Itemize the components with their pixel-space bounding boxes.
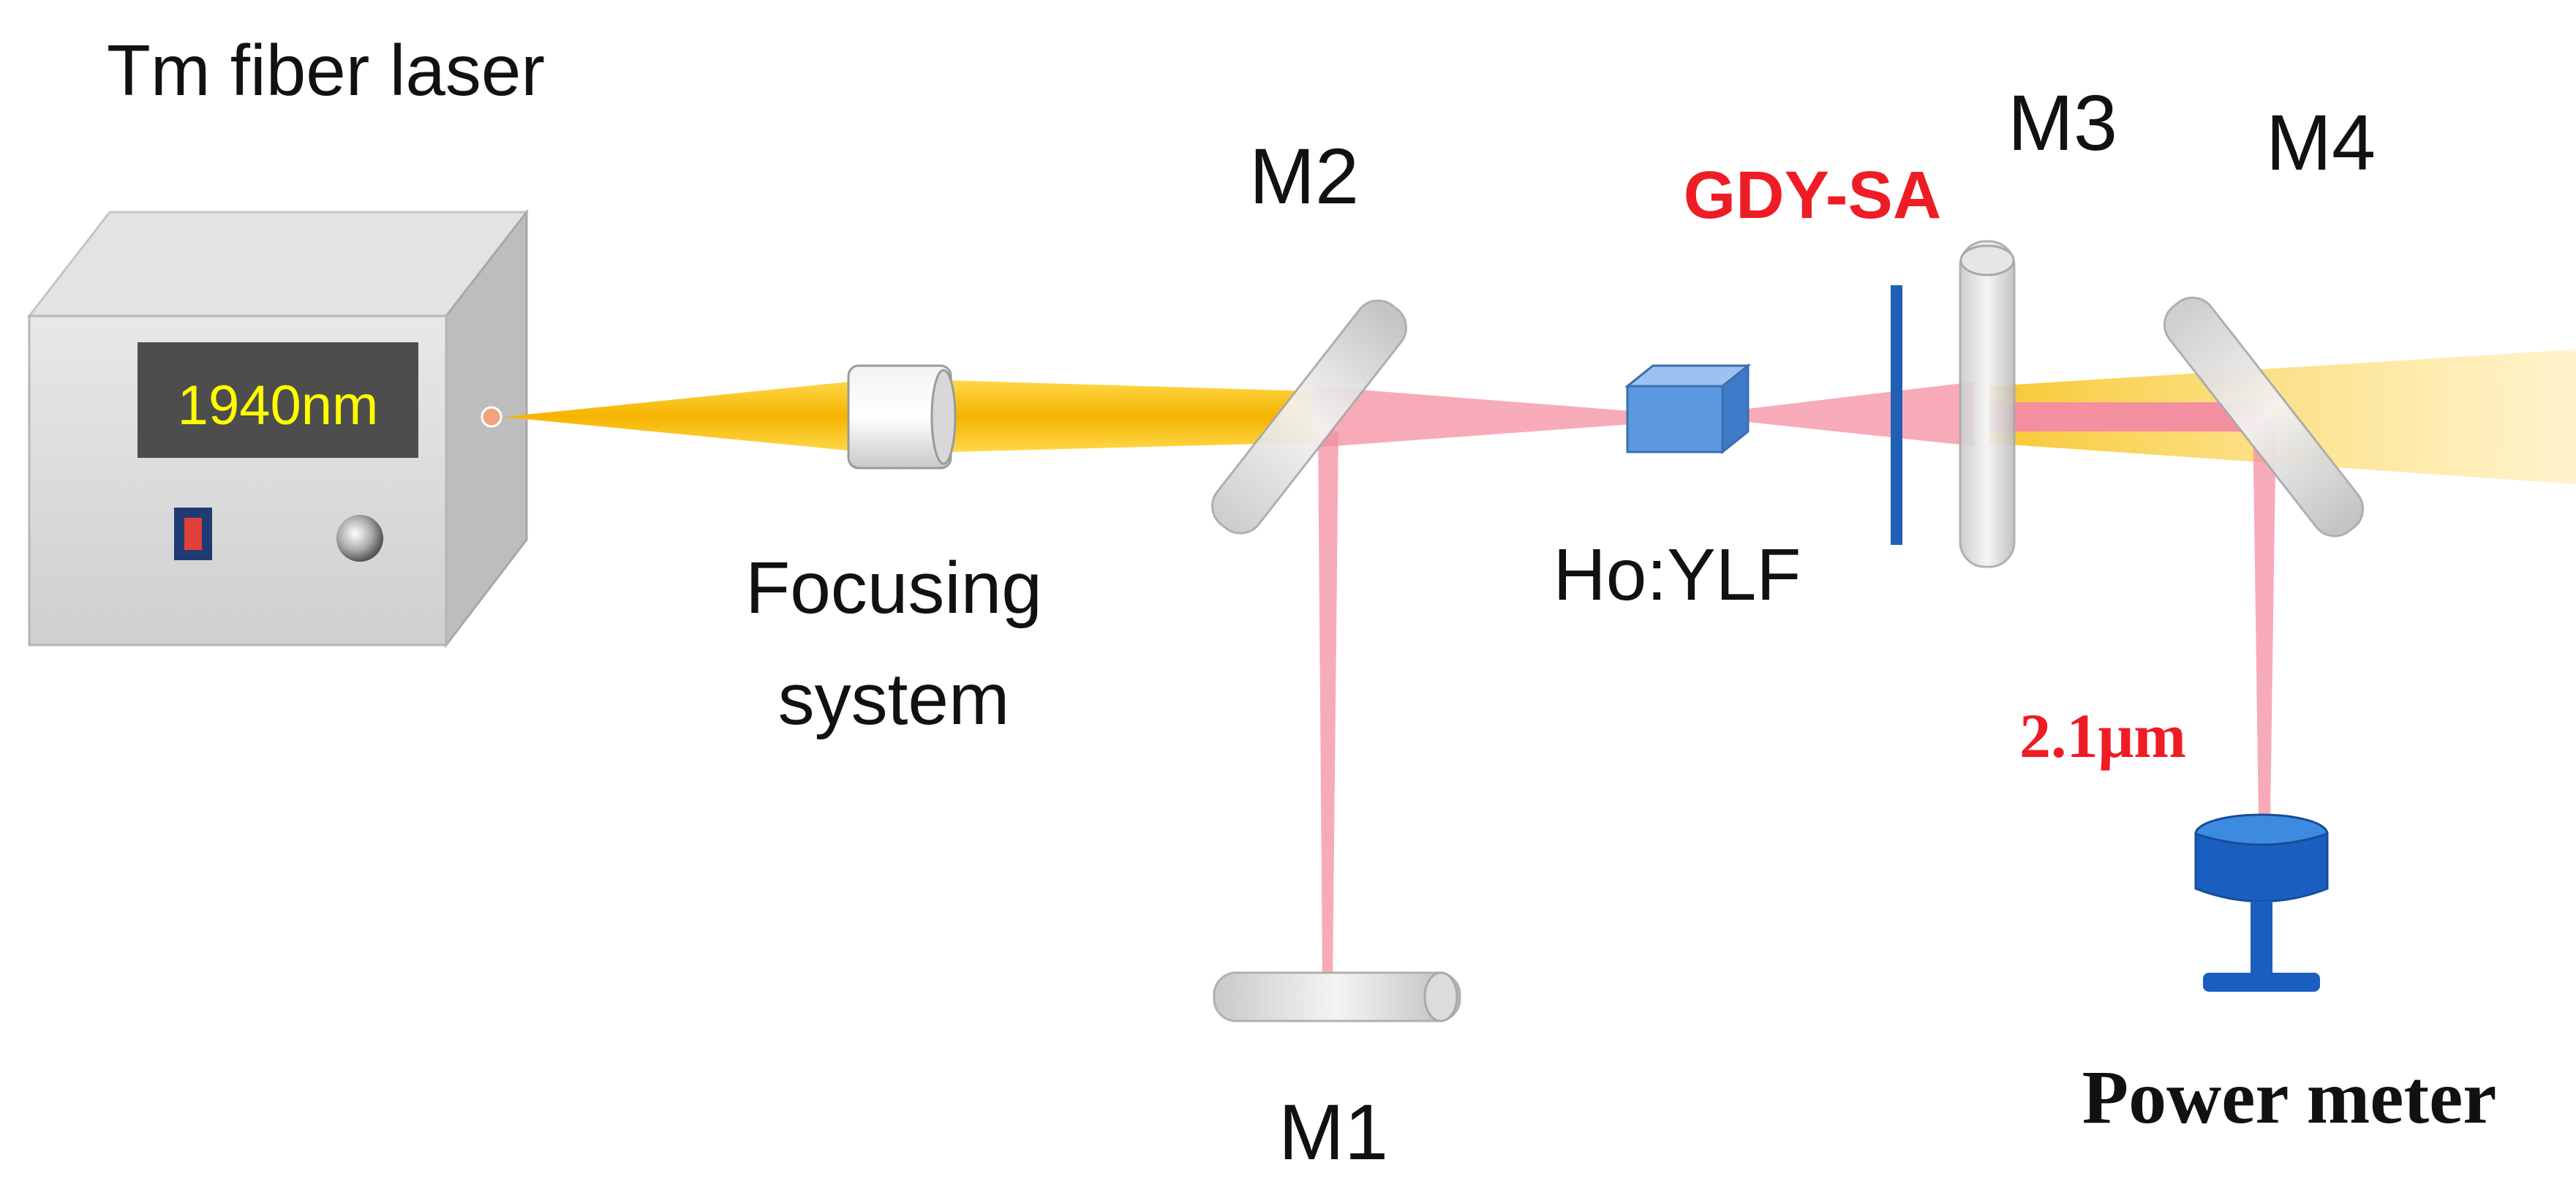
laser-beam-m3-to-m4: [1989, 402, 2264, 432]
laser-box-top: [26, 211, 530, 317]
crystal-label: Ho:YLF: [1553, 534, 1801, 616]
laser-title: Tm fiber laser: [107, 30, 545, 110]
laser-display-panel: [138, 342, 418, 458]
focusing-label-line1: Focusing: [745, 547, 1042, 629]
power-switch-toggle: [184, 518, 202, 550]
control-knob-icon: [336, 515, 383, 562]
output-port: [481, 406, 502, 428]
laser-beam-crystal-to-m3: [1741, 382, 1975, 446]
m2-label: M2: [1249, 132, 1359, 220]
laser-beam-m2-to-m1: [1318, 432, 1338, 980]
mirror-m1: [1213, 971, 1461, 1022]
ho-ylf-crystal: [1624, 363, 1752, 455]
mirror-m3: [1959, 240, 2016, 568]
focusing-label-line2: system: [778, 658, 1010, 740]
tm-fiber-laser: 1940nm: [26, 208, 530, 649]
mirror-m2: [1211, 299, 1407, 535]
laser-readout: 1940nm: [178, 374, 379, 437]
gdy-sa-absorber: [1891, 285, 1902, 545]
power-meter-label: Power meter: [2082, 1055, 2497, 1139]
m1-label: M1: [1278, 1088, 1388, 1176]
power-meter: [2194, 813, 2329, 992]
focusing-lens: [847, 364, 957, 470]
pump-beam-collimated: [951, 380, 1313, 452]
pump-beam-cone: [503, 380, 863, 452]
laser-beam-m4-to-meter: [2253, 417, 2276, 819]
mirror-m4: [2163, 296, 2365, 538]
output-wavelength-label: 2.1μm: [2019, 701, 2186, 771]
saturable-absorber-label: GDY-SA: [1684, 158, 1942, 233]
m3-label: M3: [2008, 78, 2117, 167]
laser-beam-m2-to-crystal: [1313, 386, 1631, 448]
m4-label: M4: [2266, 98, 2376, 186]
